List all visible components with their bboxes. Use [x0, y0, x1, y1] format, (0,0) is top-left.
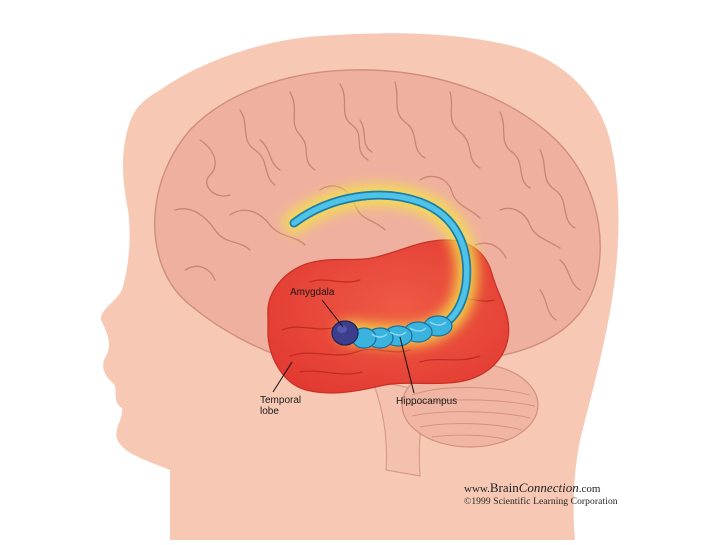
credit-copyright: ©1999 Scientific Learning Corporation — [464, 497, 618, 507]
credit-url-suffix: .com — [579, 483, 601, 495]
temporal-lobe-label-line1: Temporal — [260, 395, 301, 406]
credit-url-brand-italic: Connection — [519, 480, 579, 495]
temporal-lobe-label-line2: lobe — [260, 406, 279, 417]
hippocampus-label: Hippocampus — [396, 396, 457, 407]
credit-url-brand: Brain — [490, 480, 519, 495]
credit-url-prefix: www. — [464, 483, 490, 495]
amygdala-label: Amygdala — [290, 287, 334, 298]
credit-url: www.BrainConnection.com — [464, 480, 600, 496]
amygdala — [332, 321, 358, 345]
